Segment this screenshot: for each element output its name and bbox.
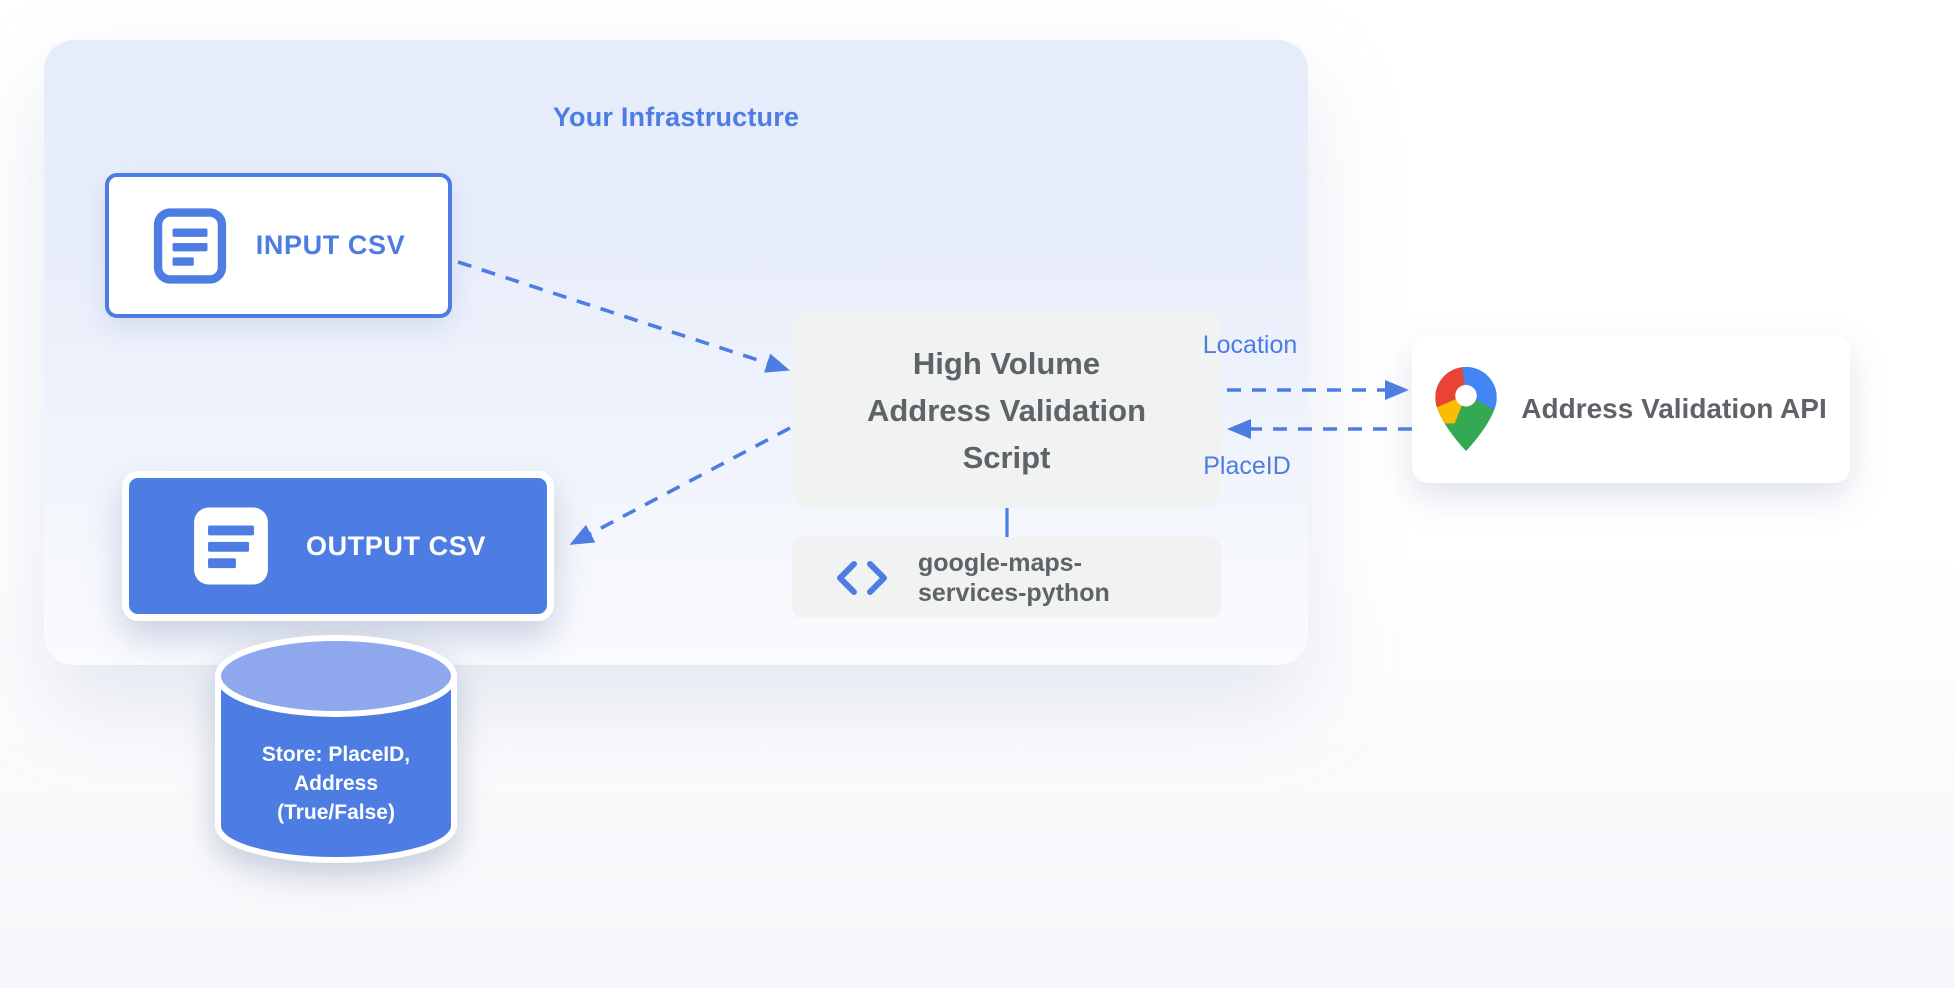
datastore-label-line3: (True/False): [277, 801, 395, 824]
api-label: Address Validation API: [1521, 393, 1827, 424]
api-node: Address Validation API: [1412, 335, 1850, 483]
code-icon: [837, 560, 887, 595]
location-arrow-label: Location: [1202, 331, 1298, 359]
script-label-line3: Script: [962, 439, 1051, 475]
script-node: High Volume Address Validation Script: [792, 312, 1221, 508]
library-label-line1: google-maps-: [918, 548, 1082, 577]
script-label-line2: Address Validation: [866, 392, 1147, 428]
datastore-label-line2: Address: [293, 772, 379, 795]
output-csv-node: OUTPUT CSV: [122, 471, 554, 621]
document-icon: [153, 207, 226, 284]
datastore-label-line1: Store: PlaceID,: [261, 743, 411, 766]
datastore-label: Store: PlaceID, Address (True/False): [210, 740, 462, 827]
datastore-cylinder: Store: PlaceID, Address (True/False): [210, 628, 462, 880]
document-icon: [194, 507, 268, 585]
input-csv-label: INPUT CSV: [255, 230, 406, 260]
script-label-line1: High Volume: [912, 345, 1101, 381]
placeid-arrow-label: PlaceID: [1203, 452, 1291, 480]
library-node: google-maps- services-python: [792, 537, 1221, 618]
google-maps-pin-icon: [1435, 367, 1497, 451]
output-csv-label: OUTPUT CSV: [305, 530, 486, 561]
input-csv-node: INPUT CSV: [105, 173, 452, 318]
infrastructure-title: Your Infrastructure: [552, 102, 800, 132]
library-label-line2: services-python: [918, 578, 1110, 607]
database-cylinder-icon: [215, 635, 457, 863]
library-label: google-maps- services-python: [918, 548, 1110, 608]
